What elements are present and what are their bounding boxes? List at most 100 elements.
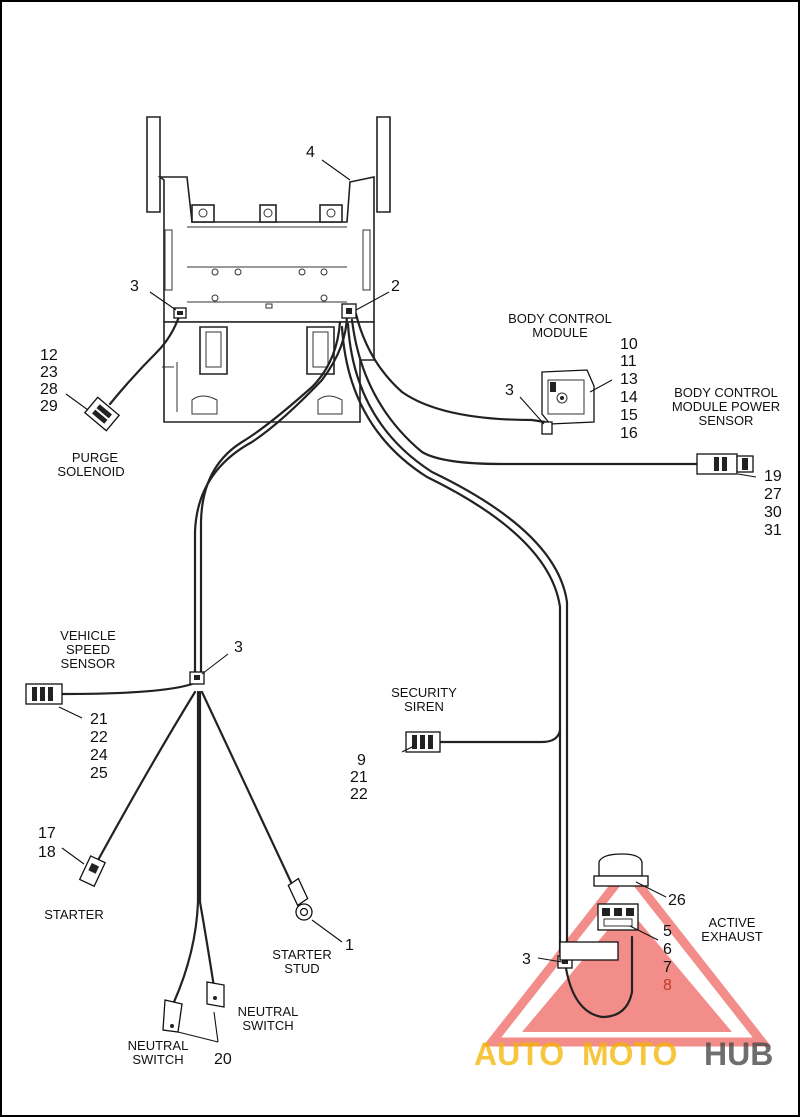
label-security-siren: SECURITY SIREN: [391, 685, 457, 714]
purge-solenoid-connector: [83, 396, 121, 432]
svg-text:AUTO: AUTO: [474, 1036, 564, 1072]
svg-text:25: 25: [90, 765, 108, 782]
svg-text:20: 20: [214, 1051, 232, 1068]
svg-text:7: 7: [663, 959, 672, 976]
callout-security-siren: 9 21 22: [350, 752, 368, 803]
svg-text:13: 13: [620, 371, 638, 388]
svg-text:VEHICLE: VEHICLE: [60, 628, 116, 643]
leader-lines: [58, 159, 757, 1043]
svg-text:2: 2: [391, 278, 400, 295]
callout-purge-solenoid: 12 23 28 29: [40, 347, 58, 415]
svg-text:23: 23: [40, 364, 58, 381]
label-neutral-switch-right: NEUTRAL SWITCH: [238, 1004, 299, 1033]
callout-bcm: 10 11 13 14 15 16: [620, 336, 638, 442]
svg-text:12: 12: [40, 347, 58, 364]
svg-text:BODY CONTROL: BODY CONTROL: [674, 385, 778, 400]
svg-text:PURGE: PURGE: [72, 450, 119, 465]
callout-vss-clip: 3: [234, 639, 243, 656]
svg-text:SOLENOID: SOLENOID: [57, 464, 124, 479]
svg-text:MODULE POWER: MODULE POWER: [672, 399, 780, 414]
svg-text:11: 11: [620, 353, 637, 370]
svg-text:SENSOR: SENSOR: [61, 656, 116, 671]
svg-text:21: 21: [90, 711, 108, 728]
label-body-control-module: BODY CONTROL MODULE: [508, 311, 612, 340]
svg-text:9: 9: [357, 752, 366, 769]
svg-text:NEUTRAL: NEUTRAL: [128, 1038, 189, 1053]
svg-text:HUB: HUB: [704, 1036, 773, 1072]
svg-text:SIREN: SIREN: [404, 699, 444, 714]
svg-text:NEUTRAL: NEUTRAL: [238, 1004, 299, 1019]
svg-text:29: 29: [40, 398, 58, 415]
callout-active-exhaust: 5 6 7 8: [663, 923, 672, 994]
svg-text:17: 17: [38, 825, 56, 842]
callout-active-exhaust-actuator: 26: [668, 892, 686, 909]
svg-text:28: 28: [40, 381, 58, 398]
vss-clip: [189, 671, 205, 685]
label-starter: STARTER: [44, 907, 103, 922]
svg-text:3: 3: [522, 951, 531, 968]
wire-harness: [60, 312, 699, 1019]
svg-text:6: 6: [663, 941, 672, 958]
label-bcm-power-sensor: BODY CONTROL MODULE POWER SENSOR: [672, 385, 780, 428]
active-exhaust-actuator: [593, 853, 649, 887]
svg-text:21: 21: [350, 769, 368, 786]
svg-text:MOTO: MOTO: [582, 1036, 677, 1072]
svg-text:4: 4: [306, 144, 315, 161]
svg-text:MODULE: MODULE: [532, 325, 588, 340]
active-exhaust-housing: [559, 941, 619, 961]
callout-clip-right: 2: [391, 278, 400, 295]
svg-text:EXHAUST: EXHAUST: [701, 929, 762, 944]
svg-text:8: 8: [663, 977, 672, 994]
svg-text:15: 15: [620, 407, 638, 424]
svg-text:SWITCH: SWITCH: [132, 1052, 183, 1067]
clip-right: [341, 303, 357, 319]
svg-text:14: 14: [620, 389, 638, 406]
starter-connector: [78, 855, 107, 888]
callout-clip-left: 3: [130, 278, 139, 295]
callout-neutral-switch: 20: [214, 1051, 232, 1068]
svg-text:3: 3: [130, 278, 139, 295]
svg-text:30: 30: [764, 504, 782, 521]
svg-text:STUD: STUD: [284, 961, 319, 976]
watermark-triangle: [482, 862, 772, 1047]
svg-text:1: 1: [345, 937, 354, 954]
svg-text:16: 16: [620, 425, 638, 442]
vehicle-speed-sensor-connector: [25, 683, 63, 705]
svg-text:18: 18: [38, 844, 56, 861]
svg-text:5: 5: [663, 923, 672, 940]
callout-bcm-power-sensor: 19 27 30 31: [764, 468, 782, 539]
callout-exhaust-clip: 3: [522, 951, 531, 968]
starter-stud-terminal: [287, 877, 313, 921]
svg-text:SECURITY: SECURITY: [391, 685, 457, 700]
clip-left: [173, 307, 187, 319]
svg-text:26: 26: [668, 892, 686, 909]
svg-text:ACTIVE: ACTIVE: [709, 915, 756, 930]
svg-text:22: 22: [350, 786, 368, 803]
callout-starter-stud: 1: [345, 937, 354, 954]
label-purge-solenoid: PURGE SOLENOID: [57, 450, 124, 479]
neutral-switch-terminal-left: [162, 999, 183, 1033]
neutral-switch-terminal-right: [206, 981, 225, 1008]
callout-starter: 17 18: [38, 825, 56, 861]
svg-text:SENSOR: SENSOR: [699, 413, 754, 428]
frame: [146, 116, 391, 423]
svg-text:BODY CONTROL: BODY CONTROL: [508, 311, 612, 326]
svg-text:24: 24: [90, 747, 108, 764]
callout-vehicle-speed-sensor: 21 22 24 25: [90, 711, 108, 782]
svg-text:SWITCH: SWITCH: [242, 1018, 293, 1033]
svg-text:19: 19: [764, 468, 782, 485]
label-starter-stud: STARTER STUD: [272, 947, 331, 976]
svg-text:3: 3: [505, 382, 514, 399]
svg-text:STARTER: STARTER: [44, 907, 103, 922]
svg-text:22: 22: [90, 729, 108, 746]
body-control-module: [541, 369, 595, 435]
svg-text:27: 27: [764, 486, 782, 503]
active-exhaust-connector: [597, 903, 639, 931]
bcm-power-sensor-connector: [696, 453, 754, 475]
svg-text:3: 3: [234, 639, 243, 656]
security-siren-connector: [405, 731, 441, 753]
svg-text:SPEED: SPEED: [66, 642, 110, 657]
svg-text:STARTER: STARTER: [272, 947, 331, 962]
label-neutral-switch-left: NEUTRAL SWITCH: [128, 1038, 189, 1067]
